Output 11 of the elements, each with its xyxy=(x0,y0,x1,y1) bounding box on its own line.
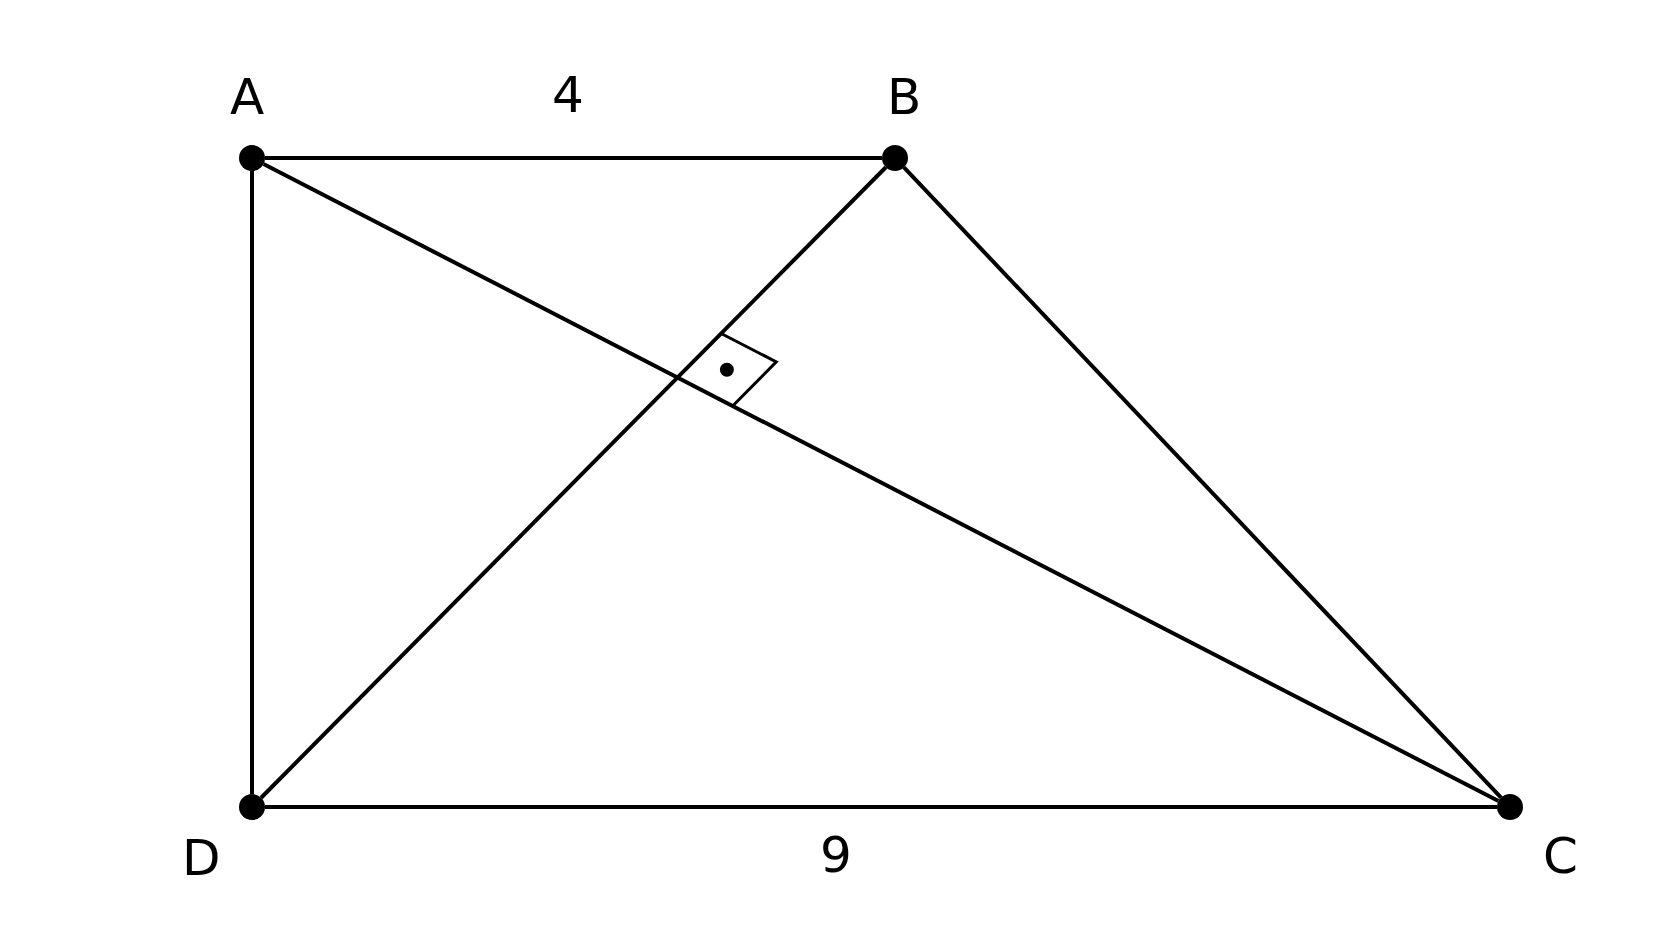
vertex-label: D xyxy=(182,833,221,883)
line-segment xyxy=(265,805,1497,809)
vertex-label: A xyxy=(230,72,265,122)
line-segment xyxy=(902,166,1503,799)
line-segment xyxy=(265,156,882,160)
vertex-label: C xyxy=(1543,831,1578,881)
vertex-label: B xyxy=(887,72,922,122)
length-label: 4 xyxy=(552,70,584,120)
line-segment xyxy=(250,171,254,794)
length-label: 9 xyxy=(820,830,852,880)
line-segment xyxy=(259,165,888,800)
